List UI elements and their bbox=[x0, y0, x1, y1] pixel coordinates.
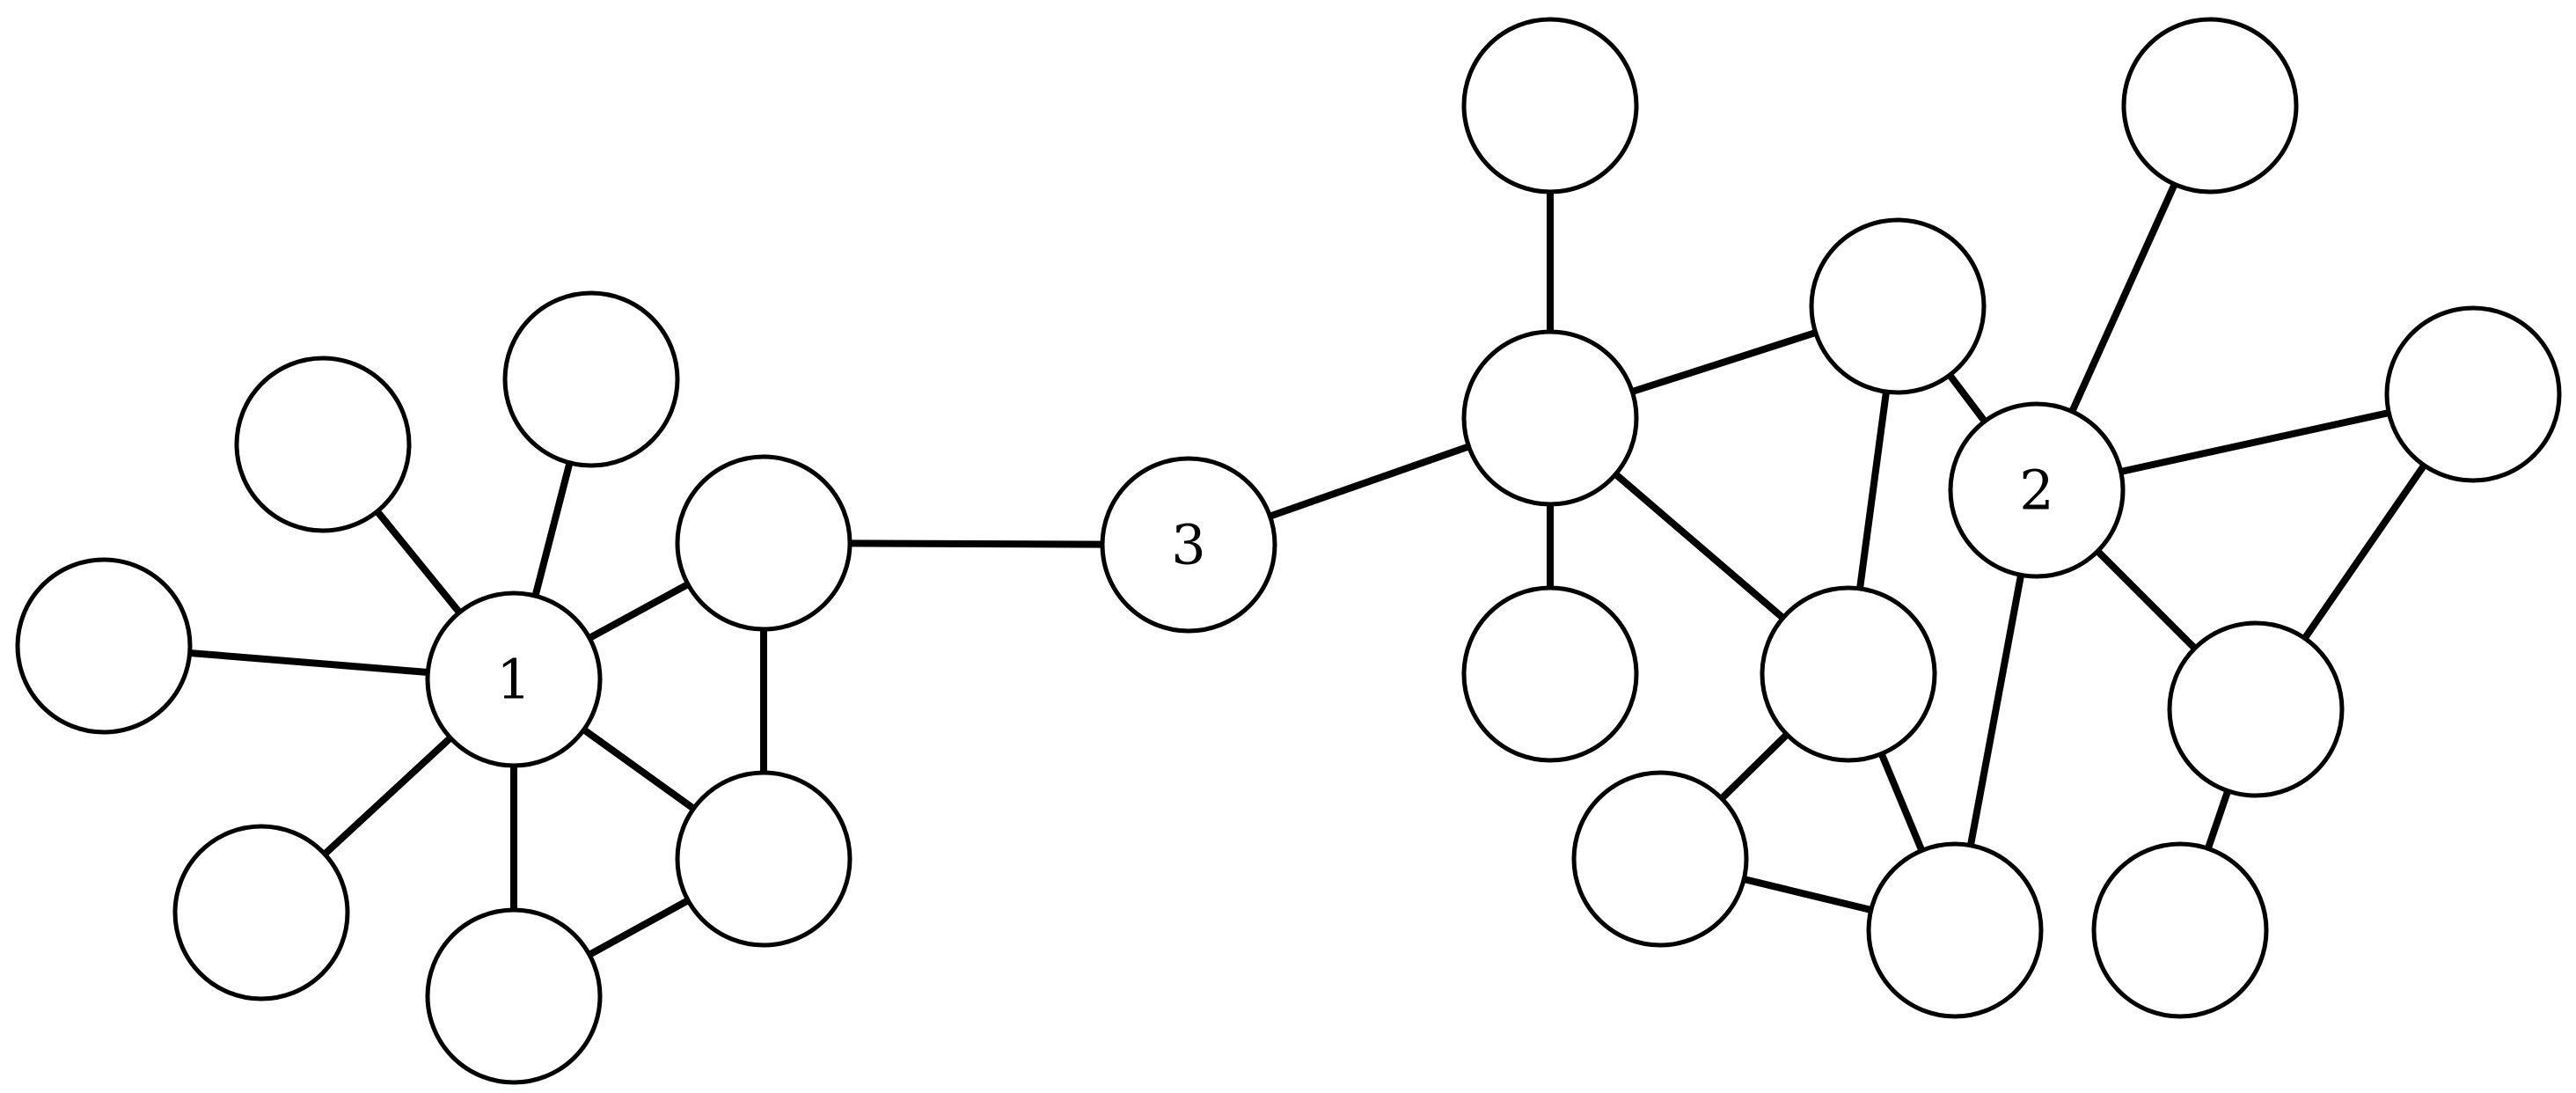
graph-node-a5 bbox=[172, 824, 350, 1001]
graph-node-a2 bbox=[234, 356, 412, 533]
node-circle-b2 bbox=[1461, 17, 1639, 194]
node-circle-a3 bbox=[502, 290, 680, 468]
graph-node-n2: 2 bbox=[1948, 401, 2126, 579]
node-circle-b3 bbox=[1461, 585, 1639, 763]
graph-node-c3 bbox=[2167, 620, 2345, 798]
edge-n3-b1 bbox=[1266, 443, 1473, 520]
graph-edges bbox=[186, 180, 2428, 958]
node-circle-a6 bbox=[425, 907, 603, 1085]
graph-node-a4 bbox=[675, 454, 853, 632]
edge-n1-a1 bbox=[186, 649, 432, 677]
node-circle-n1 bbox=[425, 591, 603, 768]
edge-b5-b6 bbox=[1717, 730, 1791, 803]
graph-node-b5 bbox=[1760, 585, 1937, 763]
graph-node-a6 bbox=[425, 907, 603, 1085]
edge-n1-a3 bbox=[531, 458, 574, 600]
graph-node-b6 bbox=[1571, 770, 1749, 948]
graph-node-b2 bbox=[1461, 17, 1639, 194]
graph-node-n3: 3 bbox=[1100, 456, 1277, 634]
edge-a4-n3 bbox=[845, 539, 1107, 548]
node-label-n3: 3 bbox=[1171, 513, 1205, 577]
node-circle-a7 bbox=[675, 770, 853, 948]
node-label-n2: 2 bbox=[2019, 458, 2053, 523]
node-circle-c4 bbox=[2091, 841, 2269, 1019]
graph-node-b1 bbox=[1461, 329, 1639, 507]
node-circle-a1 bbox=[15, 557, 193, 735]
edge-b1-b4 bbox=[1628, 328, 1819, 396]
graph-node-c2 bbox=[2384, 305, 2562, 483]
graph-node-a7 bbox=[675, 770, 853, 948]
edge-n1-a4 bbox=[586, 580, 692, 642]
node-circle-n3 bbox=[1100, 456, 1277, 634]
node-circle-b6 bbox=[1571, 770, 1749, 948]
node-circle-b7 bbox=[1866, 841, 2044, 1019]
graph-nodes: 1 2 3 bbox=[15, 17, 2562, 1085]
graph-node-b3 bbox=[1461, 585, 1639, 763]
graph-node-a1 bbox=[15, 557, 193, 735]
edge-c2-c3 bbox=[2301, 461, 2428, 642]
edge-n2-c2 bbox=[2117, 409, 2393, 475]
node-circle-c3 bbox=[2167, 620, 2345, 798]
graph-node-b4 bbox=[1809, 217, 1987, 395]
graph-node-c4 bbox=[2091, 841, 2269, 1019]
node-circle-c1 bbox=[2121, 17, 2299, 194]
graph-node-n1: 1 bbox=[425, 591, 603, 768]
edge-n2-b7 bbox=[1966, 571, 2025, 849]
node-circle-b1 bbox=[1461, 329, 1639, 507]
node-circle-n2 bbox=[1948, 401, 2126, 579]
edge-n1-a2 bbox=[373, 508, 464, 616]
graph-node-b7 bbox=[1866, 841, 2044, 1019]
node-circle-c2 bbox=[2384, 305, 2562, 483]
graph-node-a3 bbox=[502, 290, 680, 468]
edge-n2-c3 bbox=[2094, 547, 2199, 652]
edge-a6-a7 bbox=[585, 897, 692, 958]
node-circle-a2 bbox=[234, 356, 412, 533]
edge-b6-b7 bbox=[1740, 876, 1875, 913]
edge-b1-b5 bbox=[1612, 470, 1787, 622]
node-circle-a5 bbox=[172, 824, 350, 1001]
edge-b4-n2 bbox=[1946, 371, 1988, 425]
edge-n2-c1 bbox=[2068, 180, 2178, 415]
node-circle-a4 bbox=[675, 454, 853, 632]
graph-node-c1 bbox=[2121, 17, 2299, 194]
edge-b4-b5 bbox=[1856, 388, 1890, 592]
node-label-n1: 1 bbox=[496, 648, 531, 712]
edge-n1-a7 bbox=[580, 726, 698, 812]
edge-c3-c4 bbox=[2204, 787, 2232, 853]
edge-b5-b7 bbox=[1877, 750, 1926, 855]
node-circle-b4 bbox=[1809, 217, 1987, 395]
edge-n1-a5 bbox=[321, 734, 454, 858]
node-circle-b5 bbox=[1760, 585, 1937, 763]
